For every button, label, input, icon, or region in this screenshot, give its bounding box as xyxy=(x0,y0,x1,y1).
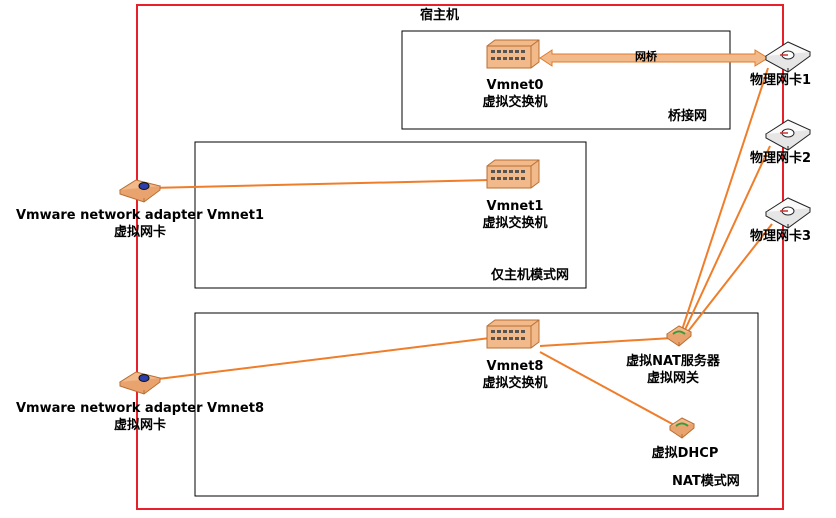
bridge-area-box xyxy=(401,30,731,130)
link-vmnet8-dhcp xyxy=(539,351,677,427)
vmnet1-type: 虚拟交换机 xyxy=(482,216,548,231)
adapter-vmnet1-type: 虚拟网卡 xyxy=(113,225,166,240)
physical-nic-2-label: 物理网卡2 xyxy=(750,151,812,166)
link-nat-nic1 xyxy=(681,67,769,331)
vmnet1-name: Vmnet1 xyxy=(486,199,544,214)
physical-nic-3-label: 物理网卡3 xyxy=(750,229,812,244)
adapter-vmnet8-icon xyxy=(118,371,162,395)
physical-nic-3-icon xyxy=(765,197,811,229)
link-adapter8-vmnet8 xyxy=(149,337,491,381)
nat-server-label: 虚拟NAT服务器 xyxy=(626,354,720,369)
switch-vmnet8-icon xyxy=(486,319,540,349)
physical-nic-1-label: 物理网卡1 xyxy=(750,73,812,88)
switch-vmnet0-icon xyxy=(486,39,540,69)
link-nat-nic3 xyxy=(685,223,773,335)
bridge-link-label: 网桥 xyxy=(635,50,657,63)
link-nat-nic2 xyxy=(683,145,771,333)
physical-nic-1-icon xyxy=(765,41,811,73)
physical-nic-2-icon xyxy=(765,119,811,151)
host-boundary xyxy=(136,4,784,510)
adapter-vmnet8-type: 虚拟网卡 xyxy=(113,418,166,433)
adapter-vmnet8-name: Vmware network adapter Vmnet8 xyxy=(15,401,264,416)
switch-vmnet1-icon xyxy=(486,159,540,189)
link-vmnet8-nat xyxy=(539,337,673,347)
vmnet0-type: 虚拟交换机 xyxy=(482,95,548,110)
nat-area-label: NAT模式网 xyxy=(672,474,740,489)
vmnet0-name: Vmnet0 xyxy=(486,78,544,93)
vmnet8-name: Vmnet8 xyxy=(486,359,544,374)
adapter-vmnet1-icon xyxy=(118,179,162,203)
hostonly-area-label: 仅主机模式网 xyxy=(491,268,570,283)
nat-area-box xyxy=(194,312,759,497)
vmnet8-type: 虚拟交换机 xyxy=(482,376,548,391)
nat-gateway-label: 虚拟网关 xyxy=(646,371,699,386)
nat-server-icon xyxy=(666,325,692,347)
link-adapter1-vmnet1 xyxy=(149,179,491,189)
dhcp-server-icon xyxy=(669,417,695,439)
hostonly-area-box xyxy=(194,141,587,289)
bridge-area-label: 桥接网 xyxy=(668,109,708,124)
adapter-vmnet1-name: Vmware network adapter Vmnet1 xyxy=(15,208,264,223)
host-title: 宿主机 xyxy=(420,8,460,23)
dhcp-label: 虚拟DHCP xyxy=(651,446,719,461)
